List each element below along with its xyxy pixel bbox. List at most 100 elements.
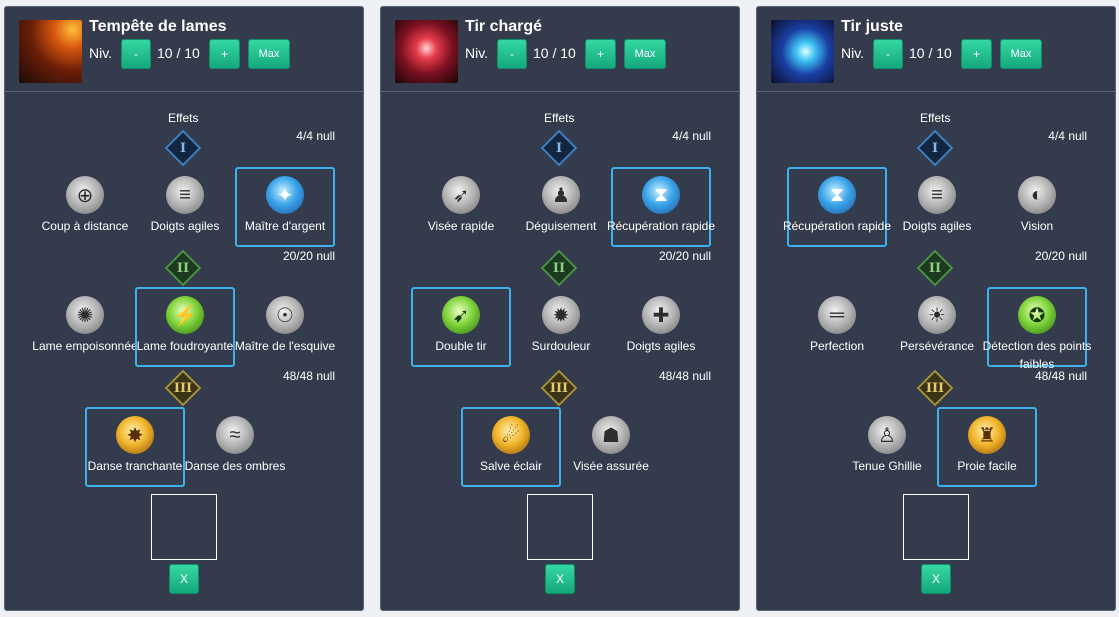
- skill-option[interactable]: ☉Maître de l'esquive: [235, 287, 335, 367]
- level-decrease-button[interactable]: -: [497, 39, 527, 69]
- skill-glyph: ⊕: [76, 184, 94, 207]
- disguise-icon: ♟: [542, 176, 580, 214]
- empty-skill-slot[interactable]: [903, 494, 969, 560]
- tier-3-badge: III: [540, 369, 578, 407]
- skill-glyph: ✸: [126, 424, 144, 447]
- skill-glyph: ♟: [552, 184, 570, 207]
- skill-option[interactable]: ≡Doigts agiles: [887, 167, 987, 247]
- skill-option[interactable]: ➶ Visée rapide: [411, 167, 511, 247]
- skill-glyph: ⧗: [653, 183, 669, 206]
- skill-name: Surdouleur: [531, 339, 591, 353]
- skill-option[interactable]: ☗Visée assurée: [561, 407, 661, 487]
- skill-name: Vision: [1020, 219, 1054, 233]
- tier-numeral: III: [549, 380, 569, 396]
- skill-option[interactable]: ✸Danse tranchante: [85, 407, 185, 487]
- agile-fingers-icon: ✚: [642, 296, 680, 334]
- skill-name: Proie facile: [957, 459, 1017, 473]
- skill-option[interactable]: ◐ Vision: [987, 167, 1087, 247]
- skill-glyph: ☗: [602, 424, 620, 447]
- skill-glyph: ⚡: [172, 304, 198, 327]
- easy-prey-icon: ♜: [968, 416, 1006, 454]
- tier-points-count: 48/48 null: [282, 369, 335, 383]
- tier-points-count: 4/4 null: [672, 129, 711, 143]
- skill-name: Récupération rapide: [606, 219, 716, 233]
- skill-glyph: ➹: [452, 304, 470, 327]
- skill-option[interactable]: ✚ Doigts agiles: [611, 287, 711, 367]
- tier-numeral: II: [176, 260, 190, 276]
- tier-numeral: I: [179, 140, 187, 156]
- remove-button[interactable]: X: [545, 564, 575, 594]
- skill-name: Persévérance: [899, 339, 975, 353]
- level-increase-button[interactable]: +: [961, 39, 992, 69]
- skill-option[interactable]: ♟Déguisement: [511, 167, 611, 247]
- level-decrease-button[interactable]: -: [121, 39, 151, 69]
- tier-numeral: I: [931, 140, 939, 156]
- skill-name: Maître de l'esquive: [234, 339, 336, 353]
- level-increase-button[interactable]: +: [585, 39, 616, 69]
- skill-glyph: ⧗: [829, 183, 845, 206]
- tier-numeral: II: [928, 260, 942, 276]
- tier-numeral: III: [925, 380, 945, 396]
- effects-heading: Effets: [168, 111, 199, 125]
- main-skill-icon: [771, 20, 834, 83]
- lightning-blade-icon: ⚡: [166, 296, 204, 334]
- skill-option[interactable]: ✹Surdouleur: [511, 287, 611, 367]
- skill-name: Lame foudroyante: [136, 339, 234, 353]
- skill-title: Tir chargé: [465, 18, 543, 35]
- skill-glyph: ◐: [1030, 183, 1044, 206]
- level-increase-button[interactable]: +: [209, 39, 240, 69]
- skill-option[interactable]: ☄ Salve éclair: [461, 407, 561, 487]
- slashing-dance-icon: ✸: [116, 416, 154, 454]
- empty-skill-slot[interactable]: [151, 494, 217, 560]
- skill-option[interactable]: ⊕Coup à distance: [35, 167, 135, 247]
- skill-option[interactable]: ═ Perfection: [787, 287, 887, 367]
- skill-name: Détection des points faibles: [982, 339, 1092, 371]
- empty-skill-slot[interactable]: [527, 494, 593, 560]
- skill-option[interactable]: ⧗ Récupération rapide: [607, 167, 715, 247]
- skill-glyph: ♜: [978, 424, 996, 447]
- skill-option[interactable]: ⚡ Lame foudroyante: [135, 287, 235, 367]
- lightning-salvo-icon: ☄: [492, 416, 530, 454]
- skill-option[interactable]: ☀Persévérance: [887, 287, 987, 367]
- main-skill-icon: [395, 20, 458, 83]
- perfection-icon: ═: [818, 296, 856, 334]
- skill-option[interactable]: ✺Lame empoisonnée: [32, 287, 138, 367]
- level-max-button[interactable]: Max: [624, 39, 666, 69]
- skill-option[interactable]: ⧗Récupération rapide: [783, 167, 891, 247]
- skill-option[interactable]: ♙Tenue Ghillie: [837, 407, 937, 487]
- skill-glyph: ✦: [276, 184, 294, 207]
- skill-name: Perfection: [809, 339, 865, 353]
- tier-numeral: I: [555, 140, 563, 156]
- tier-points-count: 4/4 null: [296, 129, 335, 143]
- skill-option[interactable]: ≡Doigts agiles: [135, 167, 235, 247]
- level-decrease-button[interactable]: -: [873, 39, 903, 69]
- skill-glyph: ≈: [229, 423, 241, 446]
- level-max-button[interactable]: Max: [1000, 39, 1042, 69]
- skill-option[interactable]: ➹ Double tir: [411, 287, 511, 367]
- tier-points-count: 4/4 null: [1048, 129, 1087, 143]
- ghillie-suit-icon: ♙: [868, 416, 906, 454]
- skill-glyph: ═: [829, 303, 845, 326]
- tier-points-count: 48/48 null: [1034, 369, 1087, 383]
- level-max-button[interactable]: Max: [248, 39, 290, 69]
- skill-name: Double tir: [435, 339, 487, 353]
- skill-name: Maître d'argent: [244, 219, 326, 233]
- effects-heading: Effets: [920, 111, 951, 125]
- remove-button[interactable]: X: [169, 564, 199, 594]
- skill-name: Doigts agiles: [626, 339, 696, 353]
- skill-option[interactable]: ≈Danse des ombres: [185, 407, 285, 487]
- skill-name: Visée rapide: [427, 219, 495, 233]
- skill-glyph: ✺: [76, 304, 94, 327]
- quick-aim-icon: ➶: [442, 176, 480, 214]
- remove-button[interactable]: X: [921, 564, 951, 594]
- skill-option[interactable]: ✦ Maître d'argent: [235, 167, 335, 247]
- skill-option[interactable]: ♜ Proie facile: [937, 407, 1037, 487]
- skill-name: Salve éclair: [479, 459, 543, 473]
- skill-glyph: ✪: [1028, 304, 1046, 327]
- skill-option[interactable]: ✪ Détection des points faibles: [983, 287, 1091, 371]
- skill-name: Doigts agiles: [150, 219, 220, 233]
- tier-1-badge: I: [164, 129, 202, 167]
